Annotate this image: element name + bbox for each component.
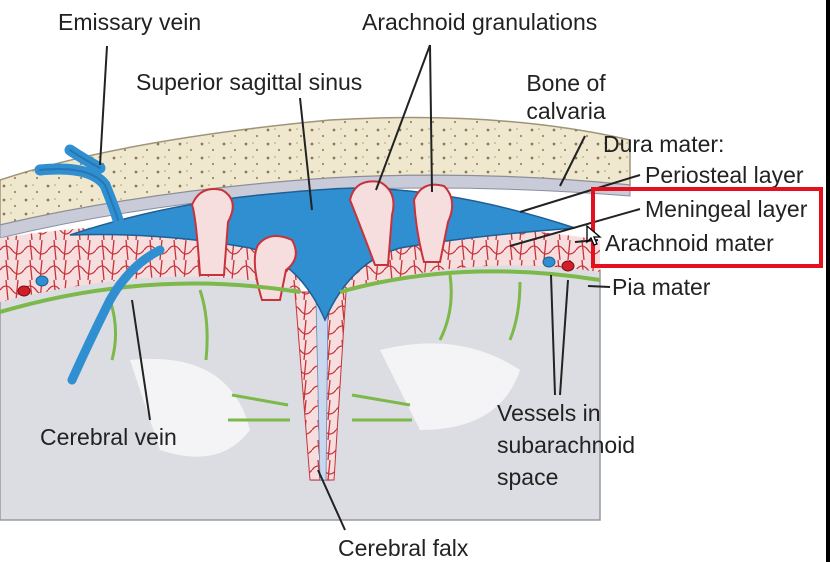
brain-sulcus-right <box>380 343 520 430</box>
leader-lines <box>99 44 641 531</box>
label-pia-mater: Pia mater <box>612 274 711 300</box>
label-superior-sagittal-sinus: Superior sagittal sinus <box>136 69 363 95</box>
mouse-cursor-icon <box>586 225 602 246</box>
vessel-artery-right <box>561 260 575 272</box>
vessel-vein-left <box>35 275 49 287</box>
label-vessels-in-subarachnoid-space: Vessels in subarachnoid space <box>497 400 636 490</box>
label-meningeal-layer: Meningeal layer <box>645 196 808 222</box>
highlight-box <box>591 187 823 268</box>
cerebral-vein <box>67 245 165 385</box>
label-bone-of-calvaria: Bone of calvaria <box>526 70 606 124</box>
vessel-artery-left <box>17 285 31 297</box>
label-arachnoid-mater: Arachnoid mater <box>605 230 774 256</box>
vessel-vein-right <box>542 256 556 268</box>
label-arachnoid-granulations: Arachnoid granulations <box>362 9 598 35</box>
brain-sulcus-left <box>130 358 250 457</box>
label-periosteal-layer: Periosteal layer <box>645 162 804 188</box>
pia-mater <box>0 281 301 314</box>
label-emissary-vein: Emissary vein <box>58 9 202 35</box>
arachnoid-granulation <box>190 180 454 301</box>
label-cerebral-vein: Cerebral vein <box>40 424 177 450</box>
label-cerebral-falx: Cerebral falx <box>338 535 469 561</box>
label-dura-mater: Dura mater: <box>603 131 725 157</box>
